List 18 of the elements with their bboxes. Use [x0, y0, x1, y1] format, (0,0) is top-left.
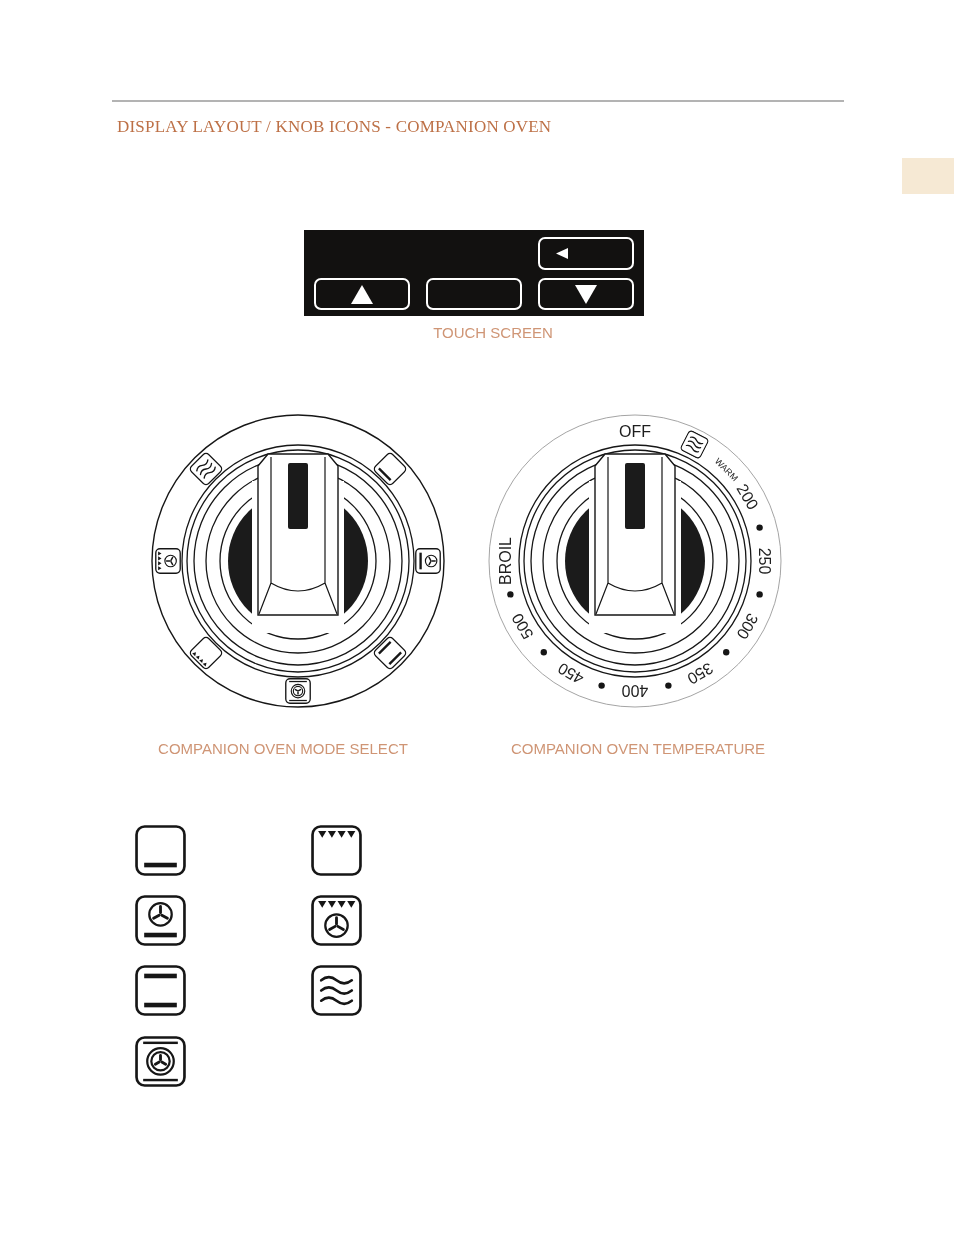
dial-label: 450 — [554, 659, 587, 687]
node-label: COMPANION OVEN TEMPERATURE — [510, 741, 766, 756]
page-title: DISPLAY LAYOUT / KNOB ICONS - COMPANION OVEN — [117, 118, 552, 135]
node-label: COMPANION OVEN MODE SELECT — [158, 741, 408, 756]
dial-label: 200 — [733, 480, 761, 513]
dial-label: 350 — [683, 659, 716, 687]
touch-key — [538, 237, 634, 270]
dial-label: 250 — [756, 547, 772, 575]
touch-key — [314, 278, 410, 310]
touch-key — [538, 278, 634, 310]
dial-label: 500 — [509, 609, 537, 642]
dial-label: 300 — [733, 609, 761, 642]
dial-label: BROIL — [498, 537, 514, 585]
touch-key — [426, 278, 522, 310]
node-label: TOUCH SCREEN — [433, 325, 553, 340]
dial-label: OFF — [619, 424, 651, 440]
dial-label: 400 — [621, 682, 649, 698]
touch-screen-panel — [304, 230, 644, 316]
